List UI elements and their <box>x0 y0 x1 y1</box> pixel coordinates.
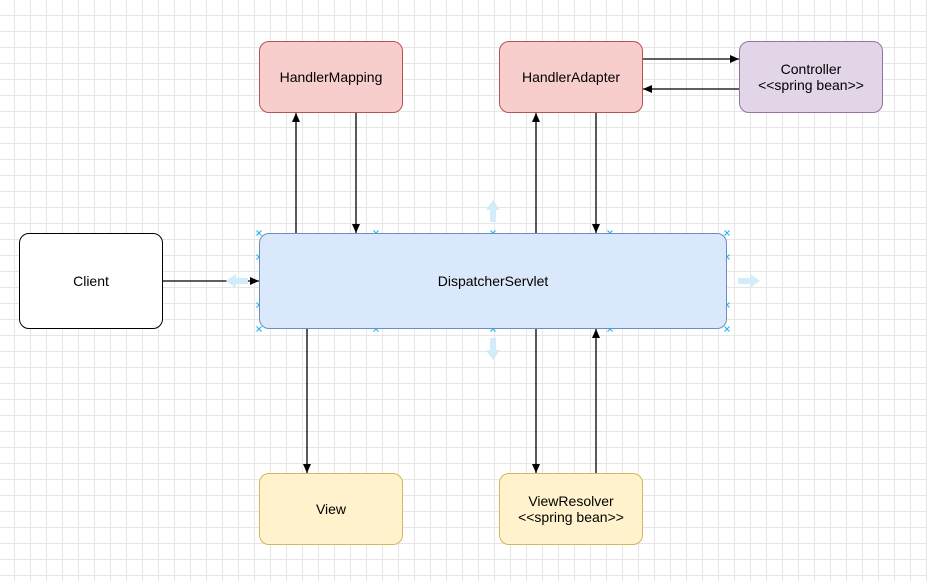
hover-arrow-down[interactable] <box>486 338 500 360</box>
connection-point-marker[interactable] <box>724 230 730 236</box>
dispatcher-servlet-node[interactable]: DispatcherServlet <box>259 233 727 329</box>
dispatcher-servlet-label: DispatcherServlet <box>437 273 549 289</box>
controller-stereotype: <<spring bean>> <box>758 77 864 93</box>
controller-label: Controller <box>780 61 842 77</box>
edge-layer <box>163 55 739 473</box>
hover-arrow-left[interactable] <box>226 274 248 288</box>
view-resolver-stereotype: <<spring bean>> <box>518 509 624 525</box>
hover-arrow-right[interactable] <box>738 274 760 288</box>
view-resolver-node[interactable]: ViewResolver <<spring bean>> <box>499 473 643 545</box>
view-node[interactable]: View <box>259 473 403 545</box>
view-label: View <box>315 501 347 517</box>
handler-mapping-node[interactable]: HandlerMapping <box>259 41 403 113</box>
view-resolver-label: ViewResolver <box>528 493 614 509</box>
handler-adapter-label: HandlerAdapter <box>521 69 621 85</box>
hover-arrow-up[interactable] <box>486 200 500 222</box>
handler-mapping-label: HandlerMapping <box>279 69 383 85</box>
connection-point-marker[interactable] <box>724 326 730 332</box>
controller-node[interactable]: Controller <<spring bean>> <box>739 41 883 113</box>
connection-point-marker[interactable] <box>256 326 262 332</box>
connection-point-marker[interactable] <box>256 230 262 236</box>
client-node[interactable]: Client <box>19 233 163 329</box>
handler-adapter-node[interactable]: HandlerAdapter <box>499 41 643 113</box>
client-label: Client <box>73 273 109 289</box>
